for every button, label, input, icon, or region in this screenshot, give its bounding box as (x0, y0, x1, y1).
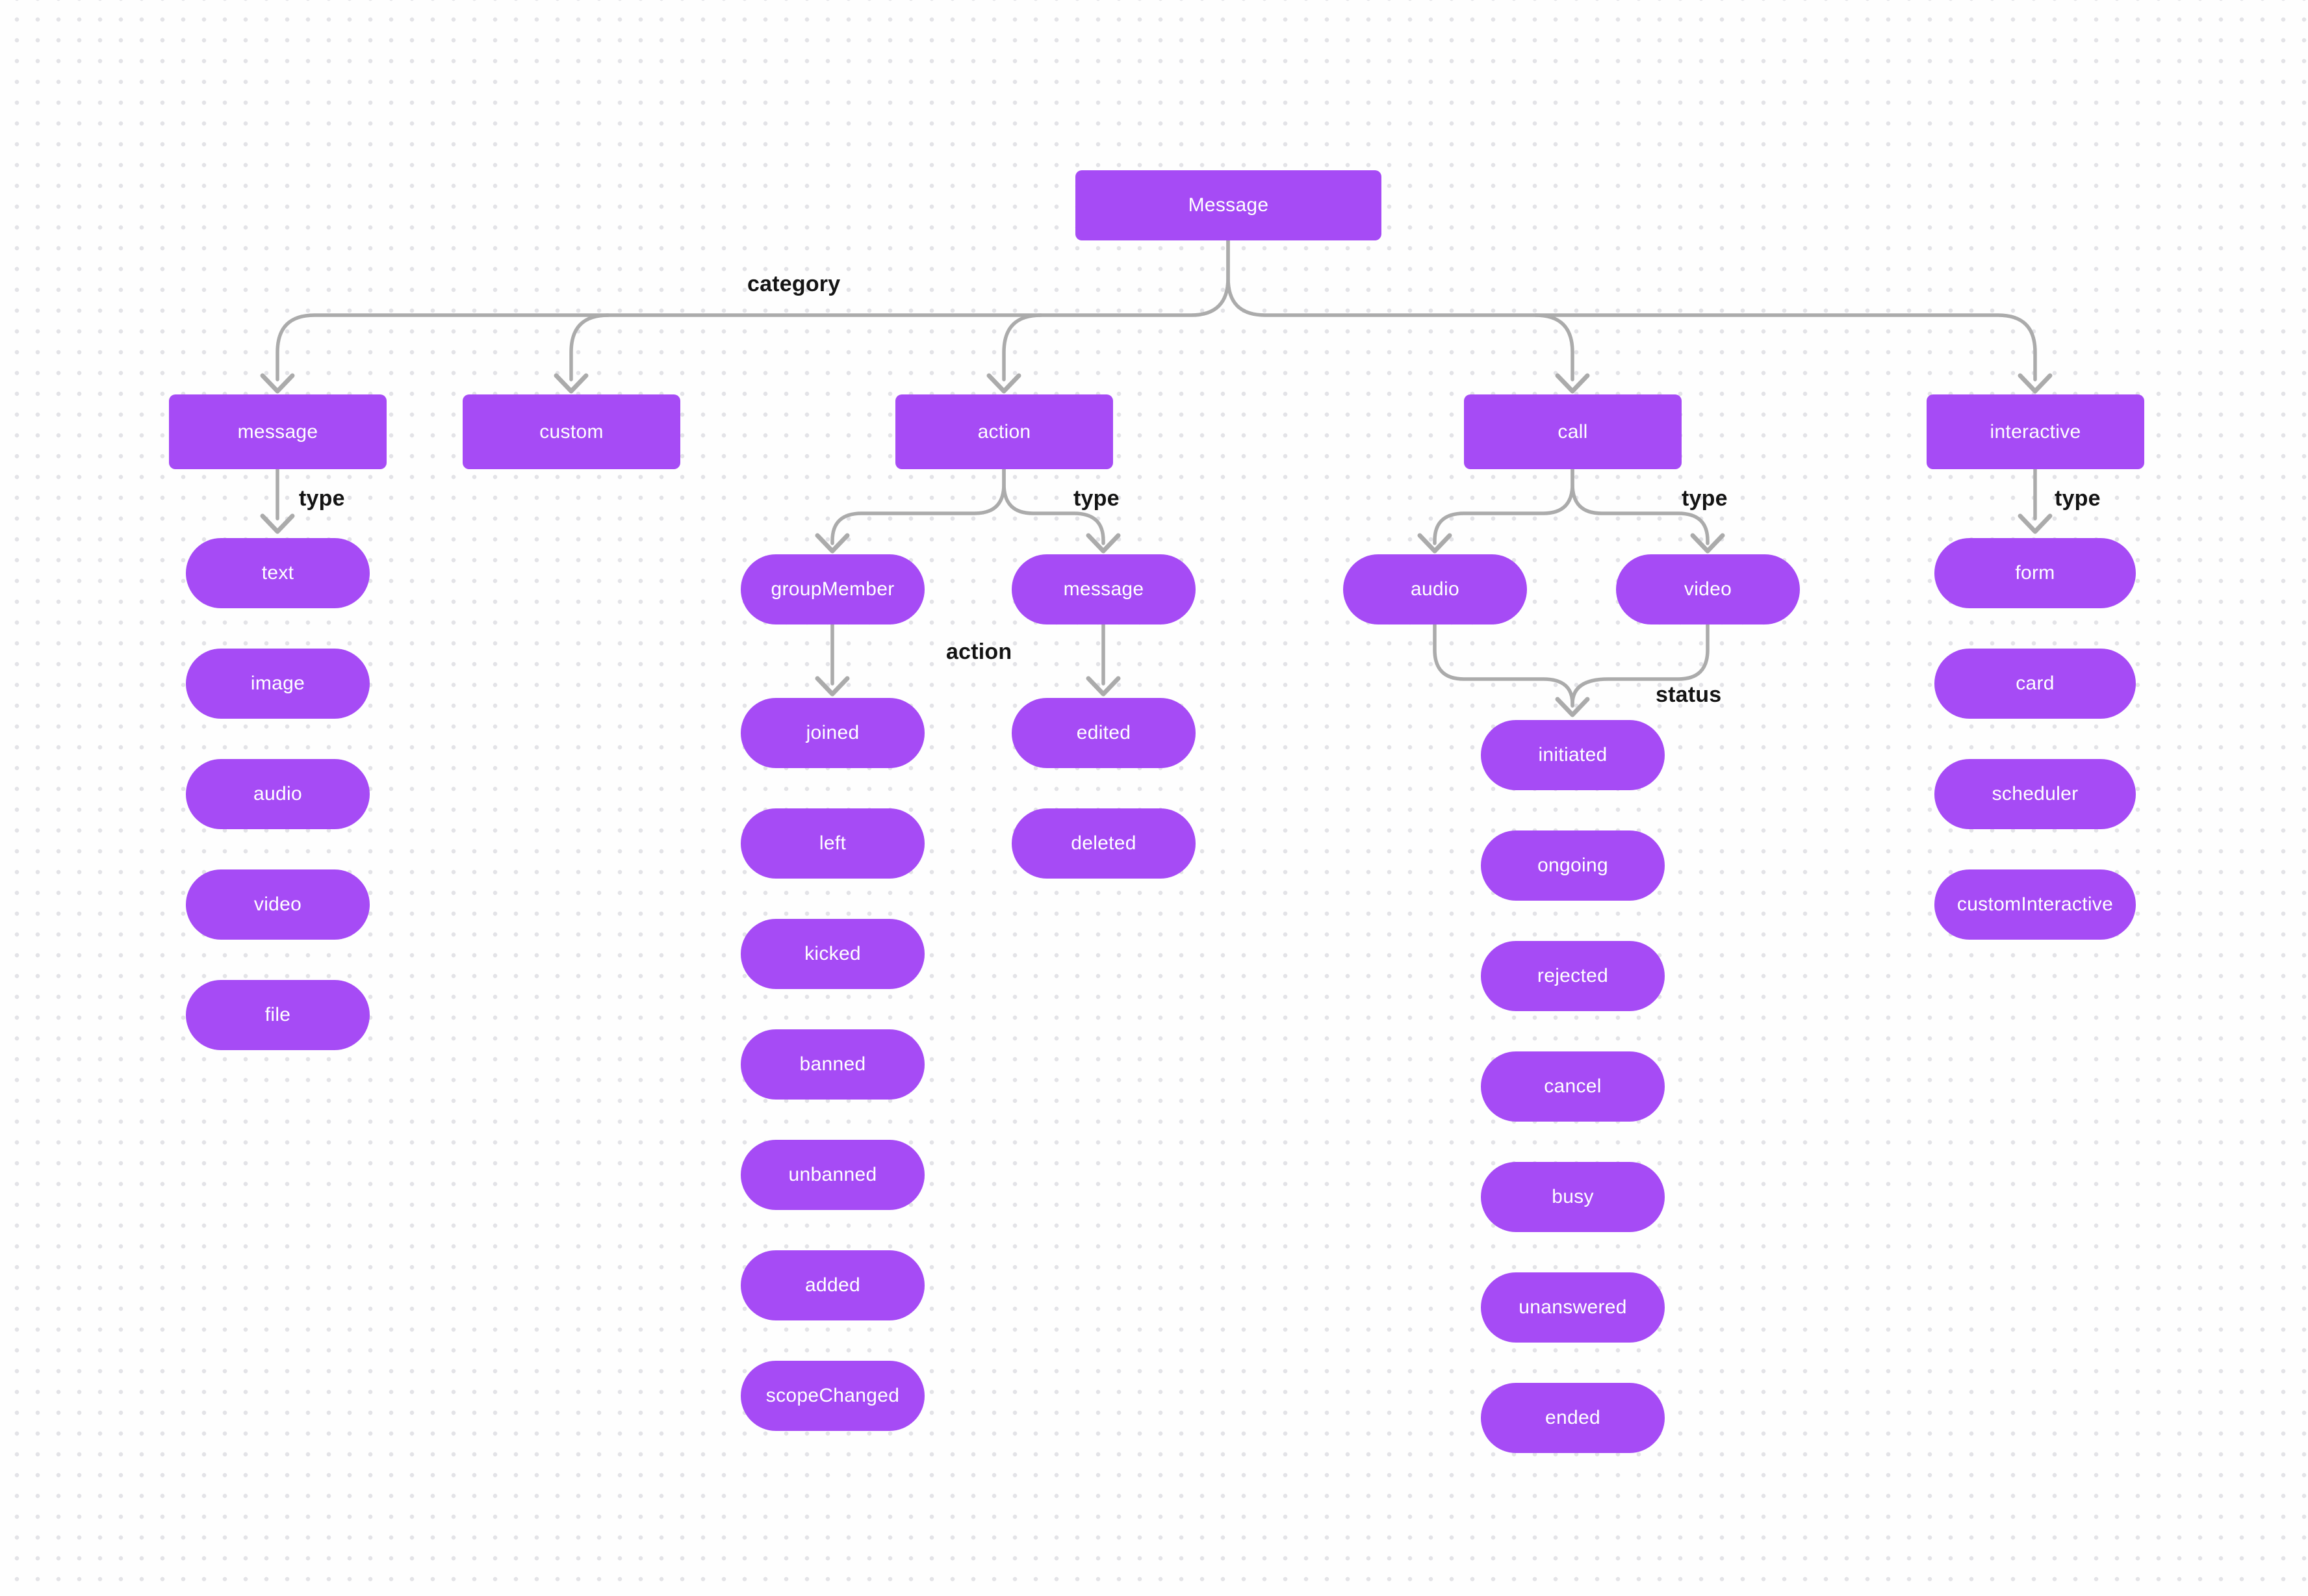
node-status-ongoing: ongoing (1481, 830, 1665, 901)
node-status-initiated: initiated (1481, 720, 1665, 790)
arrowhead-message (260, 373, 295, 394)
edge-label-action: action (946, 639, 1012, 664)
edge-audio-to-status (1433, 623, 1574, 708)
node-type-image: image (186, 649, 370, 719)
node-action-banned: banned (741, 1029, 925, 1100)
arrowhead-call (1555, 373, 1590, 394)
edge-bus-to-call (1533, 313, 1574, 381)
edge-root-to-interactive (1226, 238, 2037, 381)
node-status-cancel: cancel (1481, 1051, 1665, 1122)
edge-label-type-call: type (1682, 486, 1728, 511)
edge-label-type-action: type (1073, 486, 1120, 511)
node-action-joined: joined (741, 698, 925, 768)
node-interactive-card: card (1934, 649, 2136, 719)
node-category-custom: custom (463, 394, 680, 469)
arrowhead-text (260, 513, 295, 534)
arrowhead-audio (1417, 533, 1452, 554)
edge-label-type-interactive: type (2055, 486, 2101, 511)
arrowhead-form (2018, 513, 2053, 534)
node-category-interactive: interactive (1927, 394, 2144, 469)
node-action-left: left (741, 808, 925, 879)
node-category-message: message (169, 394, 387, 469)
node-call-video: video (1616, 554, 1800, 624)
node-message-root: Message (1075, 170, 1381, 240)
edge-label-status: status (1656, 682, 1722, 707)
arrowhead-edited (1086, 676, 1121, 697)
node-category-call: call (1464, 394, 1682, 469)
edge-bus-to-action (1002, 313, 1043, 381)
edge-video-to-status (1571, 623, 1710, 708)
node-groupmember: groupMember (741, 554, 925, 624)
node-interactive-form: form (1934, 538, 2136, 608)
node-interactive-custominteractive: customInteractive (1934, 869, 2136, 940)
node-action-edited: edited (1012, 698, 1196, 768)
arrowhead-joined (815, 676, 850, 697)
arrowhead-message2 (1086, 533, 1121, 554)
node-call-audio: audio (1343, 554, 1527, 624)
node-type-file: file (186, 980, 370, 1050)
edge-root-to-message (276, 238, 1230, 381)
edge-call-to-audio (1433, 467, 1574, 545)
node-action-message: message (1012, 554, 1196, 624)
node-action-kicked: kicked (741, 919, 925, 989)
node-action-deleted: deleted (1012, 808, 1196, 879)
node-action-unbanned: unbanned (741, 1140, 925, 1210)
arrowhead-initiated (1555, 697, 1590, 717)
edge-action-to-groupmember (830, 467, 1006, 545)
node-action-scopechanged: scopeChanged (741, 1361, 925, 1431)
node-type-audio: audio (186, 759, 370, 829)
node-interactive-scheduler: scheduler (1934, 759, 2136, 829)
edge-action-to-message2 (1002, 467, 1105, 545)
node-action-added: added (741, 1250, 925, 1320)
node-type-text: text (186, 538, 370, 608)
arrowhead-custom (554, 373, 589, 394)
edge-bus-to-custom (569, 313, 610, 381)
arrowhead-action (986, 373, 1021, 394)
node-status-rejected: rejected (1481, 941, 1665, 1011)
node-type-video: video (186, 869, 370, 940)
arrowhead-groupmember (815, 533, 850, 554)
node-status-ended: ended (1481, 1383, 1665, 1453)
node-category-action: action (895, 394, 1113, 469)
edge-call-to-video (1571, 467, 1710, 545)
edge-label-type-message: type (299, 486, 345, 511)
arrowhead-video (1690, 533, 1725, 554)
edge-label-category: category (747, 272, 841, 296)
arrowhead-interactive (2018, 373, 2053, 394)
node-status-busy: busy (1481, 1162, 1665, 1232)
node-status-unanswered: unanswered (1481, 1272, 1665, 1343)
